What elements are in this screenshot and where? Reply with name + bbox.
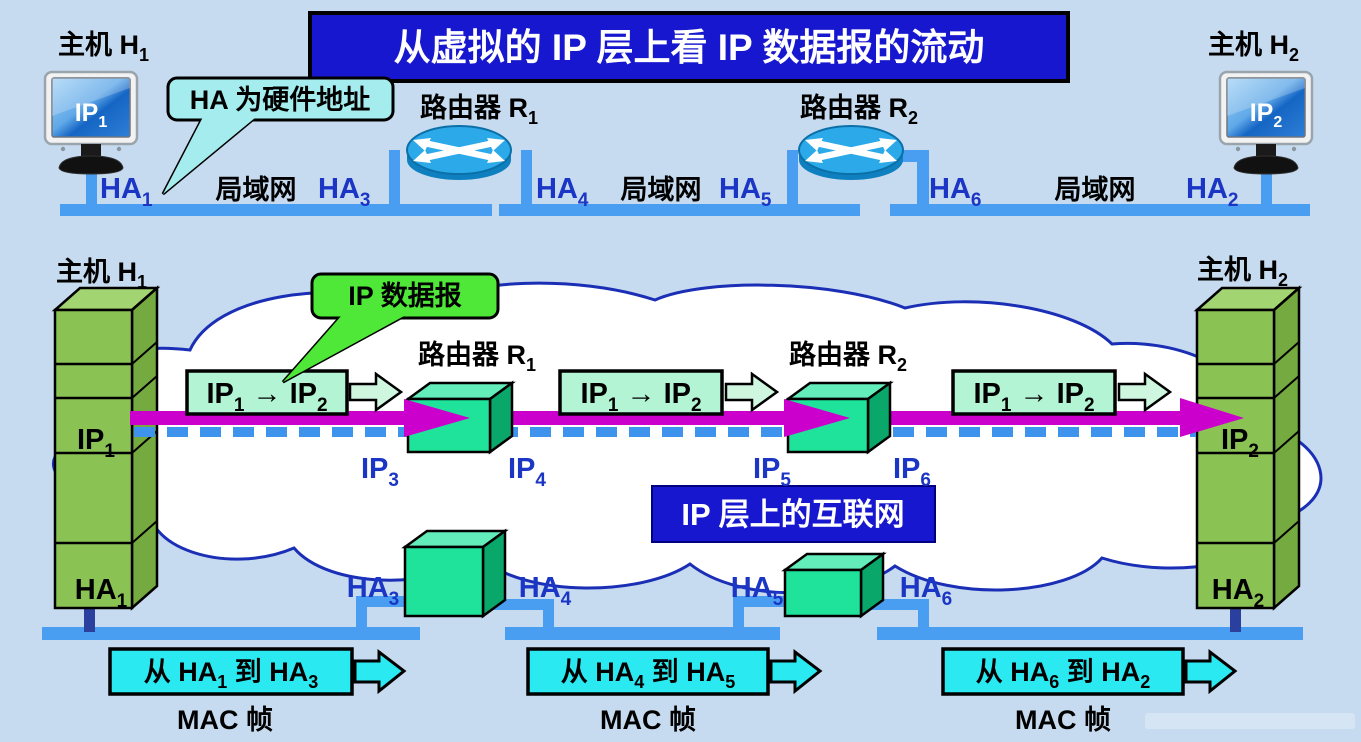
- flow-box-3-label: IP1 → IP2: [973, 378, 1094, 416]
- ha5-bottom-label: HA5: [731, 572, 784, 610]
- top-host1-label: 主机 H1: [58, 30, 149, 65]
- lan-label-3: 局域网: [1055, 175, 1136, 205]
- flow-box-1-label: IP1 → IP2: [206, 378, 327, 416]
- top-ha3-label: HA3: [318, 173, 370, 211]
- datagram-callout-text: IP 数据报: [348, 281, 462, 311]
- ip-flow-arrowhead-2: [784, 399, 850, 437]
- mac-frame-box-2-label: 从 HA4 到 HA5: [561, 657, 736, 692]
- mac-frame-box-2: [526, 647, 770, 696]
- ha3-bottom-label: HA3: [347, 572, 399, 610]
- bottom-lan-segment-2: [505, 627, 780, 640]
- diagram-title: 从虚拟的 IP 层上看 IP 数据报的流动: [394, 27, 985, 68]
- bottom-router2-label: 路由器 R2: [789, 339, 907, 375]
- flow-box-2: [558, 369, 724, 416]
- callout-bubble: [166, 76, 395, 122]
- top-ha2-label: HA2: [1186, 173, 1238, 211]
- top-ha6-label: HA6: [929, 173, 981, 211]
- router1-lower-right-elbow-h: [490, 599, 554, 610]
- tower2-ip-label: IP2: [1221, 424, 1259, 462]
- router1-lower-right-elbow-v: [543, 599, 554, 632]
- watermark-strip: [1145, 713, 1355, 729]
- ha6-bottom-label: HA6: [900, 572, 952, 610]
- tower1-ip-label: IP1: [77, 424, 115, 462]
- ha4-bottom-label: HA4: [519, 572, 572, 610]
- ip3-label: IP3: [361, 453, 399, 491]
- mac-frame-label-2: MAC 帧: [600, 705, 696, 735]
- flow-box-arrow-1: [348, 371, 404, 413]
- datagram-callout-tail-fill: [283, 315, 406, 382]
- top-router2-label: 路由器 R2: [800, 92, 918, 128]
- tower1-ha-label: HA1: [75, 574, 128, 612]
- ip-flow-arrowhead-3: [1180, 398, 1244, 437]
- top-lan-segment-3: [890, 204, 1310, 216]
- flow-box-2-label: IP1 → IP2: [580, 378, 701, 416]
- bottom-router1-label: 路由器 R1: [418, 339, 536, 375]
- router1-right-drop-line: [521, 150, 532, 208]
- top-router1-label: 路由器 R1: [420, 92, 538, 128]
- top-lan-segment-2: [499, 204, 860, 216]
- host1-drop-line: [86, 164, 97, 208]
- router2-icon: [799, 126, 903, 180]
- ip5-label: IP5: [753, 453, 791, 491]
- mac-frame-box-1-label: 从 HA1 到 HA3: [144, 657, 319, 692]
- lan-label-2: 局域网: [621, 175, 702, 205]
- bottom-lan-segment-3: [877, 627, 1303, 640]
- router2-left-drop-line: [787, 150, 798, 208]
- flow-box-3: [951, 369, 1117, 416]
- router2-lower-right-elbow-h: [866, 599, 929, 610]
- internet-layer-box: [651, 485, 936, 543]
- mac-frame-box-3: [941, 647, 1185, 696]
- host2-screen-label: IP2: [1250, 99, 1283, 131]
- ip-flow-arrowhead-1: [404, 399, 470, 437]
- mac-frame-arrow-2: [769, 648, 823, 695]
- flow-box-arrow-3: [1117, 371, 1173, 413]
- flow-box-arrow-2: [724, 371, 780, 413]
- ip4-label: IP4: [508, 453, 546, 491]
- host1-screen-label: IP1: [75, 99, 108, 131]
- router2-right-drop-line: [917, 150, 929, 216]
- ip6-label: IP6: [893, 453, 931, 491]
- tower2-drop-line: [1230, 604, 1241, 632]
- hardware-address-callout: HA 为硬件地址: [161, 76, 395, 196]
- tower1-drop-line: [84, 604, 95, 632]
- mac-frame-label-1: MAC 帧: [177, 705, 273, 735]
- router2-link-layer-cube: [781, 551, 887, 619]
- mac-frame-arrow-3: [1184, 648, 1238, 695]
- router2-lower-right-elbow-v: [918, 599, 929, 632]
- mac-frame-arrow-1: [353, 648, 407, 695]
- bottom-host2-label: 主机 H2: [1197, 255, 1288, 290]
- tower2-ha-label: HA2: [1212, 574, 1264, 612]
- mac-frame-box-3-label: 从 HA6 到 HA2: [976, 657, 1151, 692]
- router2-lower-left-elbow-h: [733, 596, 786, 607]
- top-ha4-label: HA4: [536, 173, 589, 211]
- ip-datagram-callout: IP 数据报: [281, 272, 500, 384]
- flow-box-1: [185, 369, 349, 416]
- host2-drop-line: [1261, 164, 1272, 208]
- callout-tail-fill: [163, 117, 256, 194]
- lan-label-1: 局域网: [216, 175, 297, 205]
- title-box: [308, 11, 1070, 83]
- mac-frame-box-1: [108, 647, 354, 696]
- router1-icon: [407, 126, 511, 180]
- bottom-host1-label: 主机 H1: [56, 257, 147, 292]
- callout-text: HA 为硬件地址: [190, 85, 371, 115]
- top-ha5-label: HA5: [719, 173, 772, 211]
- internet-layer-label: IP 层上的互联网: [681, 497, 904, 532]
- top-ha1-label: HA1: [100, 173, 153, 211]
- host2-protocol-stack: [1193, 285, 1303, 611]
- top-host2-label: 主机 H2: [1208, 30, 1299, 65]
- bottom-lan-segment-1: [42, 627, 420, 640]
- top-lan-segment-1: [60, 204, 492, 216]
- router1-lower-left-elbow-h: [356, 596, 408, 607]
- datagram-callout-bubble: [310, 272, 500, 320]
- router2-lower-left-elbow-v: [733, 596, 744, 632]
- mac-frame-label-3: MAC 帧: [1015, 705, 1111, 735]
- router1-link-layer-cube: [401, 528, 509, 619]
- router1-lower-left-elbow-v: [356, 596, 367, 632]
- router1-left-drop-line: [389, 150, 400, 208]
